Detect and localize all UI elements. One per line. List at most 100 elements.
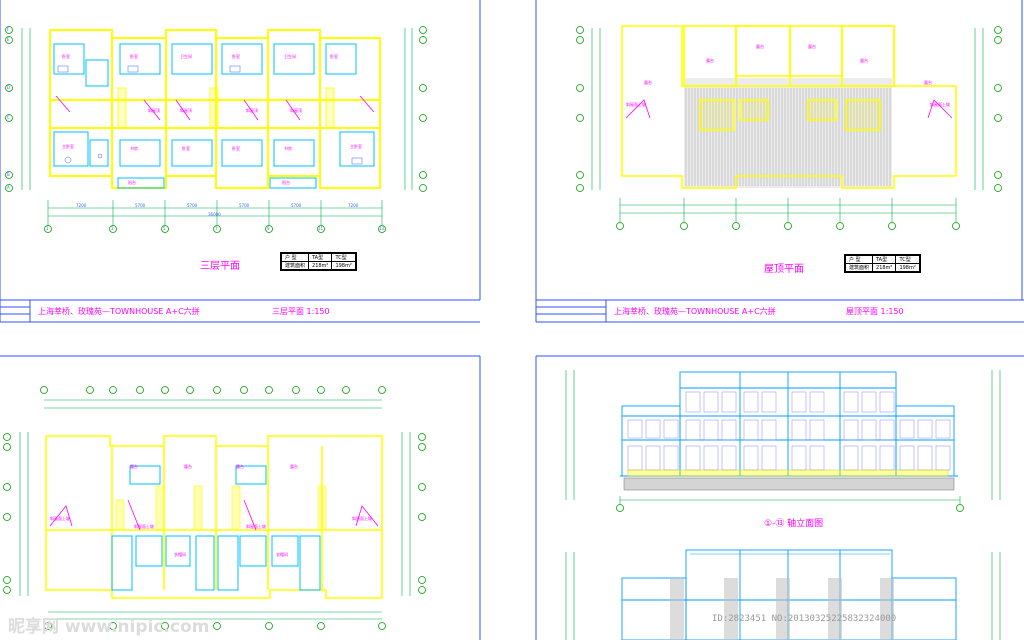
sheet-frame-top-right: [535, 0, 1024, 323]
elevation-window: [663, 419, 679, 439]
svg-text:露台: 露台: [860, 57, 868, 63]
svg-text:主卧室: 主卧室: [62, 143, 74, 149]
svg-text:卫生间: 卫生间: [284, 53, 296, 59]
elevation-window: [879, 391, 895, 413]
sheet-title-left: 三层平面 1:150: [272, 307, 330, 316]
svg-text:卧室: 卧室: [62, 53, 70, 59]
svg-text:斜屋顶: 斜屋顶: [246, 107, 258, 113]
elevation-window: [663, 445, 679, 471]
elevation-window: [627, 445, 643, 471]
roof-plan-title: 屋顶平面: [764, 264, 804, 275]
sheet-frame-top-left: [0, 0, 481, 323]
elevation-window: [809, 391, 825, 413]
axis-label: 3: [111, 226, 114, 231]
svg-text:衣帽间: 衣帽间: [174, 551, 186, 557]
table-value-tc: 198m²: [895, 263, 920, 272]
dimension-label: 5700: [239, 203, 250, 208]
svg-text:斜屋面上坡: 斜屋面上坡: [246, 523, 266, 529]
sheet-frame-bottom-right: [535, 355, 1024, 640]
svg-text:阳台: 阳台: [282, 179, 290, 185]
svg-text:卧室: 卧室: [182, 145, 190, 151]
roof-hatch: [685, 88, 891, 186]
lower-floor-plan: 露台露台 露台露台 斜屋面上坡斜屋面上坡 斜屋面上坡斜屋面上坡 衣帽间衣帽间: [3, 386, 426, 630]
table-header-type: 户 型: [280, 253, 310, 262]
third-floor-area-table: 户 型 TA型 TC型 建筑面积 218m² 198m²: [280, 252, 357, 271]
dimension-label: 7200: [348, 203, 359, 208]
svg-text:阳台: 阳台: [128, 179, 136, 185]
elevation-window: [761, 419, 777, 441]
svg-text:斜屋面上坡: 斜屋面上坡: [626, 101, 646, 107]
elevation-window: [809, 419, 825, 441]
svg-text:斜屋面上坡: 斜屋面上坡: [50, 515, 70, 521]
table-header-tc: TC型: [331, 253, 356, 262]
svg-text:卧室: 卧室: [232, 145, 240, 151]
elevation-window: [899, 445, 915, 471]
elevation-window: [879, 419, 895, 441]
axis-label: E: [7, 37, 10, 42]
svg-text:斜屋顶: 斜屋顶: [180, 107, 192, 113]
elevation-window: [627, 419, 643, 439]
svg-text:衣帽间: 衣帽间: [276, 551, 288, 557]
svg-text:卧室: 卧室: [232, 53, 240, 59]
svg-text:露台: 露台: [290, 463, 298, 469]
elevation-window: [899, 419, 915, 439]
watermark-id: ID:2823451 NO:20130325225832324000: [712, 614, 897, 624]
elevation-window: [879, 445, 895, 471]
svg-text:斜屋面上坡: 斜屋面上坡: [134, 523, 154, 529]
elevation-window: [703, 445, 719, 471]
elevation-window: [721, 419, 737, 441]
svg-text:露台: 露台: [808, 43, 816, 49]
svg-text:斜屋顶: 斜屋顶: [148, 107, 160, 113]
svg-text:卫生间: 卫生间: [180, 53, 192, 59]
axis-label: 5: [163, 226, 166, 231]
elevation-title: ①-⑬ 轴立面图: [764, 519, 824, 529]
elevation-window: [685, 419, 701, 441]
axis-label: 9: [267, 226, 270, 231]
elevation-window: [685, 391, 701, 413]
roof-plan: 露台露台 露台露台 露台露台 斜屋面上坡斜屋面上坡: [576, 25, 1002, 230]
svg-text:卧室: 卧室: [330, 53, 338, 59]
table-value-ta: 218m²: [872, 263, 897, 272]
elevation-window: [743, 445, 759, 471]
elevation-window: [843, 419, 859, 441]
svg-text:露台: 露台: [644, 79, 652, 85]
table-value-ta: 218m²: [308, 261, 333, 270]
elevation-window: [645, 445, 661, 471]
project-title-left: 上海莘桥、玫瑰苑—TOWNHOUSE A+C六拼: [38, 307, 200, 316]
elevation-window: [917, 445, 933, 471]
axis-label: 1: [46, 226, 49, 231]
table-row-label: 建筑面积: [844, 263, 874, 272]
axis-label: D: [7, 85, 11, 90]
svg-text:露台: 露台: [706, 57, 714, 63]
front-elevation: [620, 371, 958, 477]
elevation-drawings: [565, 370, 1001, 640]
svg-text:斜屋面上坡: 斜屋面上坡: [352, 515, 372, 521]
elevation-window: [761, 391, 777, 413]
elevation-window: [809, 445, 825, 471]
table-header-type: 户 型: [844, 255, 874, 264]
roof-area-table: 户 型 TA型 TC型 建筑面积 218m² 198m²: [844, 254, 921, 273]
elevation-window: [743, 419, 759, 441]
sheet-title-right: 屋顶平面 1:150: [846, 307, 904, 316]
svg-text:露台: 露台: [924, 79, 932, 85]
watermark-logo: 昵享网 www.nipic.com: [8, 617, 210, 637]
axis-label: B: [7, 172, 10, 177]
elevation-window: [861, 419, 877, 441]
elevation-window: [843, 391, 859, 413]
sheet-frame-bottom-left: [0, 355, 481, 640]
svg-text:露台: 露台: [756, 43, 764, 49]
svg-text:主卧室: 主卧室: [350, 143, 362, 149]
elevation-window: [743, 391, 759, 413]
elevation-window: [791, 419, 807, 441]
elevation-window: [791, 391, 807, 413]
third-floor-plan: 卧室主卧室 卧室卫生间 卧室卫生间 斜屋顶斜屋顶 斜屋顶斜屋顶 书房卧室 卧室书…: [5, 26, 427, 233]
elevation-window: [721, 391, 737, 413]
dimension-label: 7200: [76, 203, 87, 208]
third-floor-plan-title: 三层平面: [200, 261, 240, 272]
dimension-label: 5700: [135, 203, 146, 208]
elevation-window: [703, 419, 719, 441]
elevation-window: [721, 445, 737, 471]
axis-label: 13: [379, 226, 385, 231]
svg-text:斜屋面上坡: 斜屋面上坡: [930, 101, 950, 107]
